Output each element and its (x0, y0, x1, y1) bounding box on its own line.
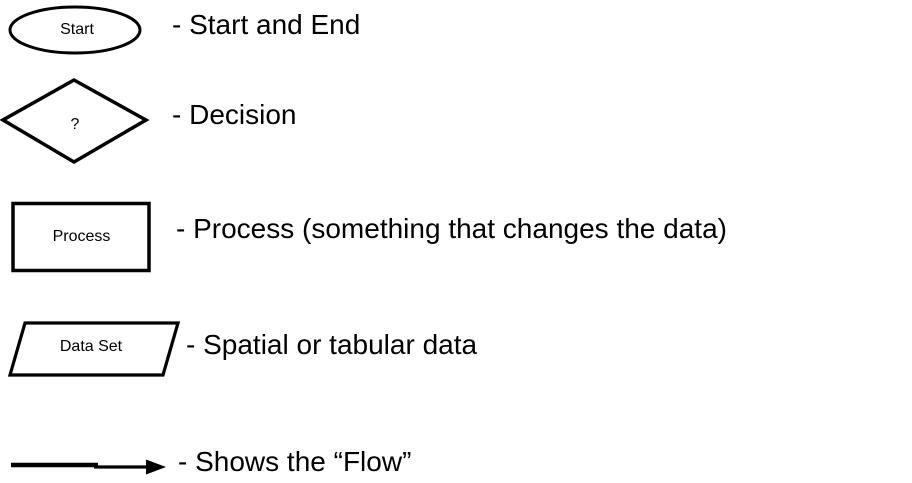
terminator-shape-label: Start (60, 21, 94, 38)
legend-row-dataset: Data Set - Spatial or tabular data (0, 316, 912, 382)
terminator-shape-cell (6, 3, 156, 61)
dataset-shape-label: Data Set (59, 338, 123, 355)
legend-row-decision: ? - Decision (0, 74, 912, 166)
diamond-icon (0, 77, 150, 165)
parallelogram-icon (7, 321, 181, 377)
legend-row-process: Process - Process (something that change… (0, 198, 912, 278)
ellipse-icon (8, 5, 142, 55)
decision-shape-cell (0, 76, 152, 166)
arrow-icon (11, 459, 166, 475)
dataset-shape-cell (4, 318, 194, 382)
process-shape-label: Process (52, 228, 111, 245)
legend-row-start: Start - Start and End (0, 0, 912, 62)
legend-description-decision: - Decision (172, 99, 297, 130)
flow-shape-cell (6, 454, 178, 478)
legend-description-process: - Process (something that changes the da… (176, 213, 727, 244)
decision-shape-label: ? (70, 116, 80, 133)
rectangle-icon (11, 201, 151, 273)
process-shape-cell (9, 200, 159, 278)
legend-description-start: - Start and End (172, 9, 361, 40)
legend-description-flow: - Shows the “Flow” (178, 446, 412, 477)
legend-row-flow: - Shows the “Flow” (0, 444, 912, 483)
legend-description-dataset: - Spatial or tabular data (186, 329, 478, 360)
